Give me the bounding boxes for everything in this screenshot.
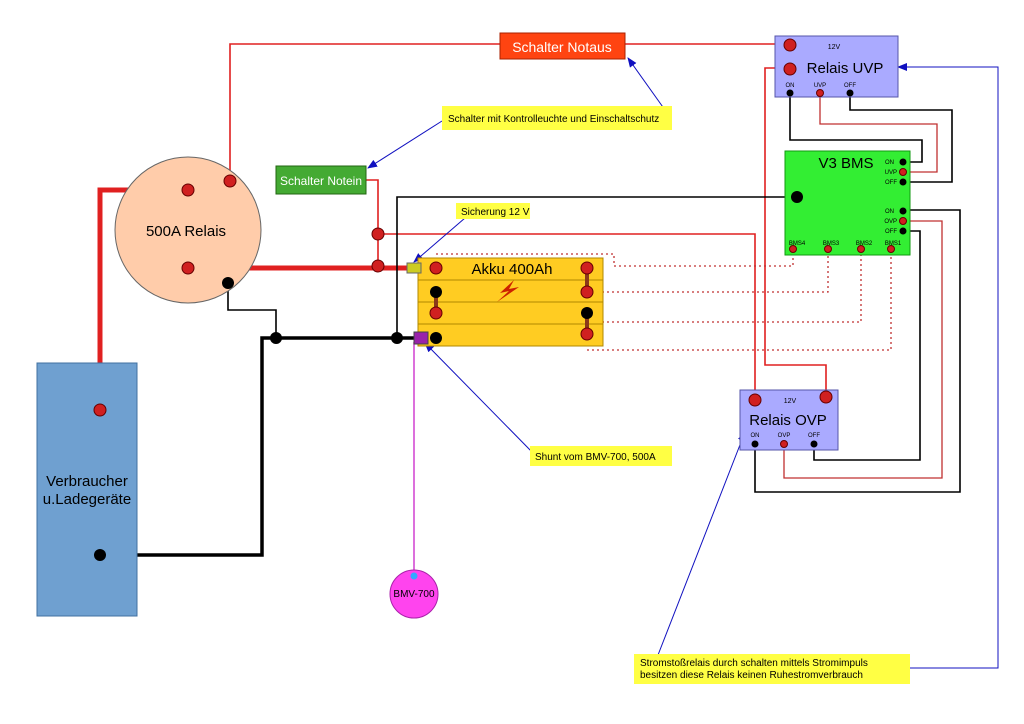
note-switch: Schalter mit Kontrolleuchte und Einschal… bbox=[448, 114, 659, 125]
svg-text:ON: ON bbox=[885, 160, 894, 166]
battery-terminals bbox=[429, 261, 594, 344]
bmv-label: BMV-700 bbox=[393, 589, 435, 600]
relay-uvp-off: OFF bbox=[844, 83, 856, 89]
bms-title: V3 BMS bbox=[818, 155, 873, 172]
svg-text:OFF: OFF bbox=[885, 229, 897, 235]
fuse bbox=[406, 262, 422, 274]
consumer-block bbox=[36, 362, 138, 617]
relay-uvp-12v: 12V bbox=[828, 44, 841, 51]
battery-label: Akku 400Ah bbox=[472, 261, 553, 278]
note-shunt-box bbox=[530, 446, 672, 466]
svg-text:ON: ON bbox=[885, 209, 894, 215]
bmv-meter bbox=[389, 569, 439, 619]
note-relay-line1: Stromstoßrelais durch schalten mittels S… bbox=[640, 658, 868, 669]
relay-ovp-ovp: OVP bbox=[778, 433, 791, 439]
main-relay bbox=[114, 156, 262, 304]
svg-text:OFF: OFF bbox=[885, 180, 897, 186]
note-relay-box bbox=[634, 654, 910, 684]
relay-uvp-title: Relais UVP bbox=[807, 60, 884, 77]
bmv-connector bbox=[410, 572, 418, 580]
svg-text:BMS4: BMS4 bbox=[789, 241, 806, 247]
note-shunt: Shunt vom BMV-700, 500A bbox=[535, 452, 656, 463]
note-fuse: Sicherung 12 V bbox=[461, 207, 530, 218]
relay-uvp-on: ON bbox=[786, 83, 795, 89]
relay-ovp-on: ON bbox=[751, 433, 760, 439]
relay-ovp-off: OFF bbox=[808, 433, 820, 439]
small-red-terminals bbox=[780, 89, 907, 448]
svg-text:BMS1: BMS1 bbox=[885, 241, 902, 247]
bms-terminal-labels: ON UVP OFF ON OVP OFF BMS4 BMS3 BMS2 BMS… bbox=[789, 160, 902, 247]
switch-notein-label: Schalter Notein bbox=[280, 174, 362, 188]
note-fuse-box bbox=[456, 203, 530, 219]
lightning-icon bbox=[497, 280, 519, 302]
black-wires-thin bbox=[227, 95, 961, 493]
note-relay-line2: besitzen diese Relais keinen Ruhestromve… bbox=[640, 670, 863, 681]
signal-wires bbox=[783, 95, 943, 479]
consumer-label-line1: Verbraucher bbox=[46, 473, 128, 490]
red-terminals bbox=[93, 38, 833, 417]
switch-notaus bbox=[499, 32, 626, 60]
consumer-label-line2: u.Ladegeräte bbox=[43, 491, 131, 508]
control-wires-red bbox=[229, 43, 827, 398]
shunt bbox=[413, 331, 429, 345]
relay-ovp-title: Relais OVP bbox=[749, 412, 827, 429]
battery-cell-dividers bbox=[418, 279, 603, 325]
small-black-terminals bbox=[751, 89, 907, 448]
bms-balance-lines bbox=[436, 250, 892, 351]
note-switch-box bbox=[442, 106, 672, 130]
relay-uvp-uvp: UVP bbox=[814, 83, 826, 89]
power-wires-black bbox=[100, 336, 436, 557]
bms-box bbox=[784, 150, 911, 256]
svg-text:BMS2: BMS2 bbox=[856, 241, 873, 247]
black-terminals bbox=[94, 191, 803, 561]
main-relay-label: 500A Relais bbox=[146, 223, 226, 240]
switch-notein bbox=[275, 165, 367, 195]
switch-notaus-label: Schalter Notaus bbox=[512, 39, 612, 55]
svg-text:OVP: OVP bbox=[884, 219, 897, 225]
svg-text:UVP: UVP bbox=[885, 170, 897, 176]
blue-lines bbox=[367, 57, 999, 669]
relay-ovp-12v: 12V bbox=[784, 398, 797, 405]
svg-text:BMS3: BMS3 bbox=[823, 241, 840, 247]
